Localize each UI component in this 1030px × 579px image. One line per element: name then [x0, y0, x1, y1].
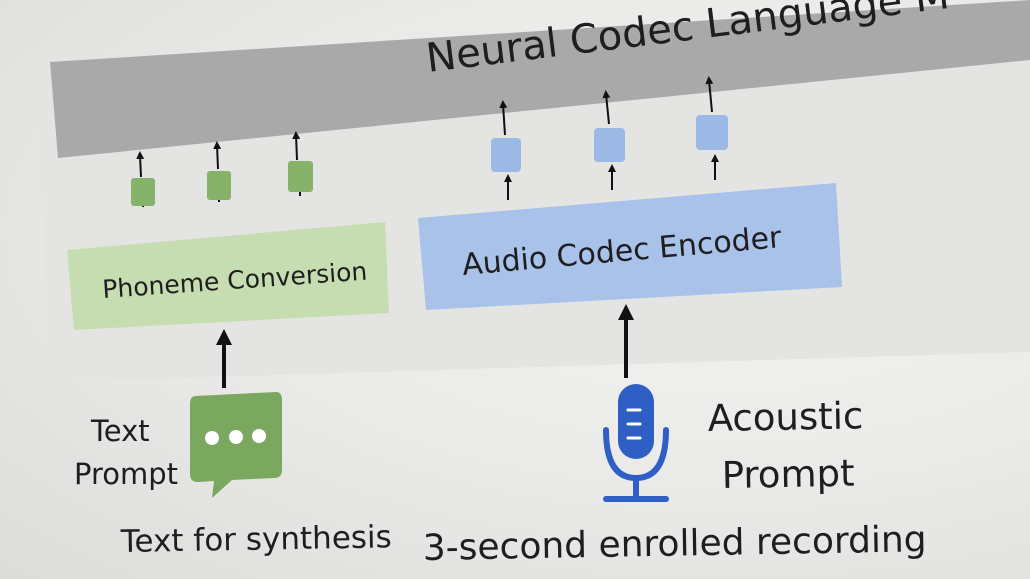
audio-codec-encoder-block: [418, 183, 842, 310]
phoneme-token: [288, 161, 313, 192]
phoneme-token: [131, 178, 155, 206]
codec-token: [491, 138, 521, 172]
microphone-icon: [603, 384, 669, 502]
codec-tokens: [491, 76, 728, 200]
chat-bubble-icon: [190, 392, 282, 498]
text-prompt-label-line2: Prompt: [74, 457, 178, 491]
title-bar: [50, 0, 1030, 158]
phoneme-tokens: [131, 131, 313, 207]
text-prompt-label-line1: Text: [90, 414, 150, 448]
codec-token: [696, 115, 728, 150]
text-for-synthesis-caption: Text for synthesis: [120, 519, 393, 560]
phoneme-token: [207, 171, 231, 200]
codec-token: [594, 128, 625, 162]
acoustic-prompt-label-line1: Acoustic: [707, 394, 863, 440]
acoustic-prompt-label-line2: Prompt: [721, 452, 854, 497]
enrolled-recording-caption: 3-second enrolled recording: [422, 519, 926, 569]
phoneme-conversion-block: [67, 222, 389, 330]
